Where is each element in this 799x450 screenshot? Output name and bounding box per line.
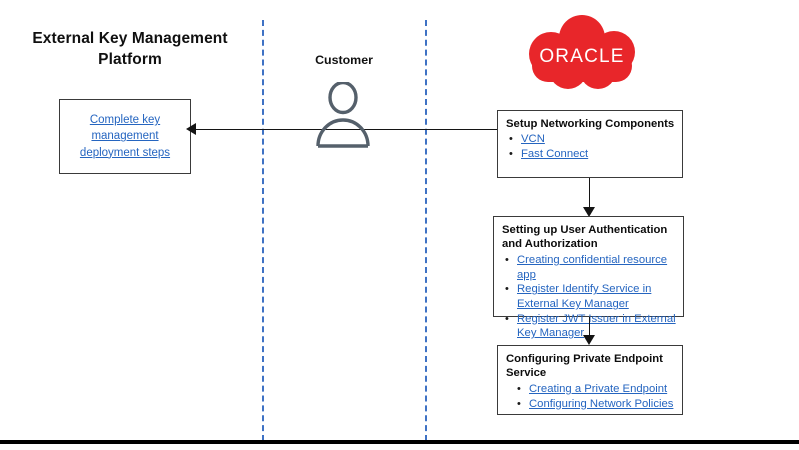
box-title: Setting up User Authentication and Autho… [502, 224, 668, 251]
customer-label: Customer [315, 53, 373, 67]
connector-arrowhead-networking-to-auth [583, 207, 595, 217]
list-item: • VCN [506, 132, 678, 147]
vcn-link[interactable]: VCN [521, 133, 545, 146]
bottom-divider-bar [0, 440, 799, 444]
box-link-list: • Creating confidential resource app • R… [502, 253, 679, 341]
oracle-cloud-logo: ORACLE [520, 14, 644, 92]
bullet-icon: • [505, 283, 509, 296]
fast-connect-link[interactable]: Fast Connect [521, 148, 589, 161]
bullet-icon: • [517, 397, 521, 410]
list-item: • Creating a Private Endpoint [506, 382, 678, 397]
connector-line-networking-to-auth [589, 178, 590, 209]
complete-key-management-box: Complete key management deployment steps [59, 99, 191, 174]
user-authentication-authorization-box: Setting up User Authentication and Autho… [493, 216, 684, 339]
list-item: • Register JWT Issuer in External Key Ma… [502, 312, 679, 341]
connector-arrowhead-auth-to-endpoint [583, 335, 595, 345]
configuring-private-endpoint-service-box: Configuring Private Endpoint Service • C… [497, 345, 683, 415]
platform-title: External Key Management Platform [32, 30, 228, 69]
oracle-wordmark: ORACLE [539, 46, 624, 67]
list-item: • Register Identify Service in External … [502, 282, 679, 311]
register-jwt-issuer-link[interactable]: Register JWT Issuer in External Key Mana… [517, 312, 676, 340]
register-identify-service-link[interactable]: Register Identify Service in External Ke… [517, 283, 652, 310]
creating-a-private-endpoint-link[interactable]: Creating a Private Endpoint [529, 382, 668, 395]
box-link-list: • Creating a Private Endpoint • Configur… [506, 382, 678, 411]
box-title: Configuring Private Endpoint Service [506, 353, 663, 380]
swimlane-divider-right [425, 20, 427, 441]
connector-line-auth-to-endpoint [589, 317, 590, 337]
box-title: Setup Networking Components [506, 118, 675, 130]
swimlane-divider-left [262, 20, 264, 441]
configuring-network-policies-link[interactable]: Configuring Network Policies [529, 397, 674, 410]
list-item: • Configuring Network Policies [506, 397, 678, 412]
bullet-icon: • [509, 133, 513, 146]
person-icon [311, 80, 375, 148]
box-link-list: • VCN • Fast Connect [506, 132, 678, 161]
connector-arrowhead-to-platform [186, 123, 196, 135]
creating-confidential-resource-app-link[interactable]: Creating confidential resource app [517, 253, 668, 281]
list-item: • Creating confidential resource app [502, 253, 679, 282]
bullet-icon: • [505, 253, 509, 266]
connector-line-to-platform [190, 129, 498, 130]
cloud-shape [529, 15, 635, 89]
bullet-icon: • [517, 382, 521, 395]
list-item: • Fast Connect [506, 147, 678, 162]
setup-networking-components-box: Setup Networking Components • VCN • Fast… [497, 110, 683, 178]
complete-key-management-link[interactable]: Complete key management deployment steps [79, 114, 171, 159]
bullet-icon: • [505, 312, 509, 325]
bullet-icon: • [509, 148, 513, 161]
